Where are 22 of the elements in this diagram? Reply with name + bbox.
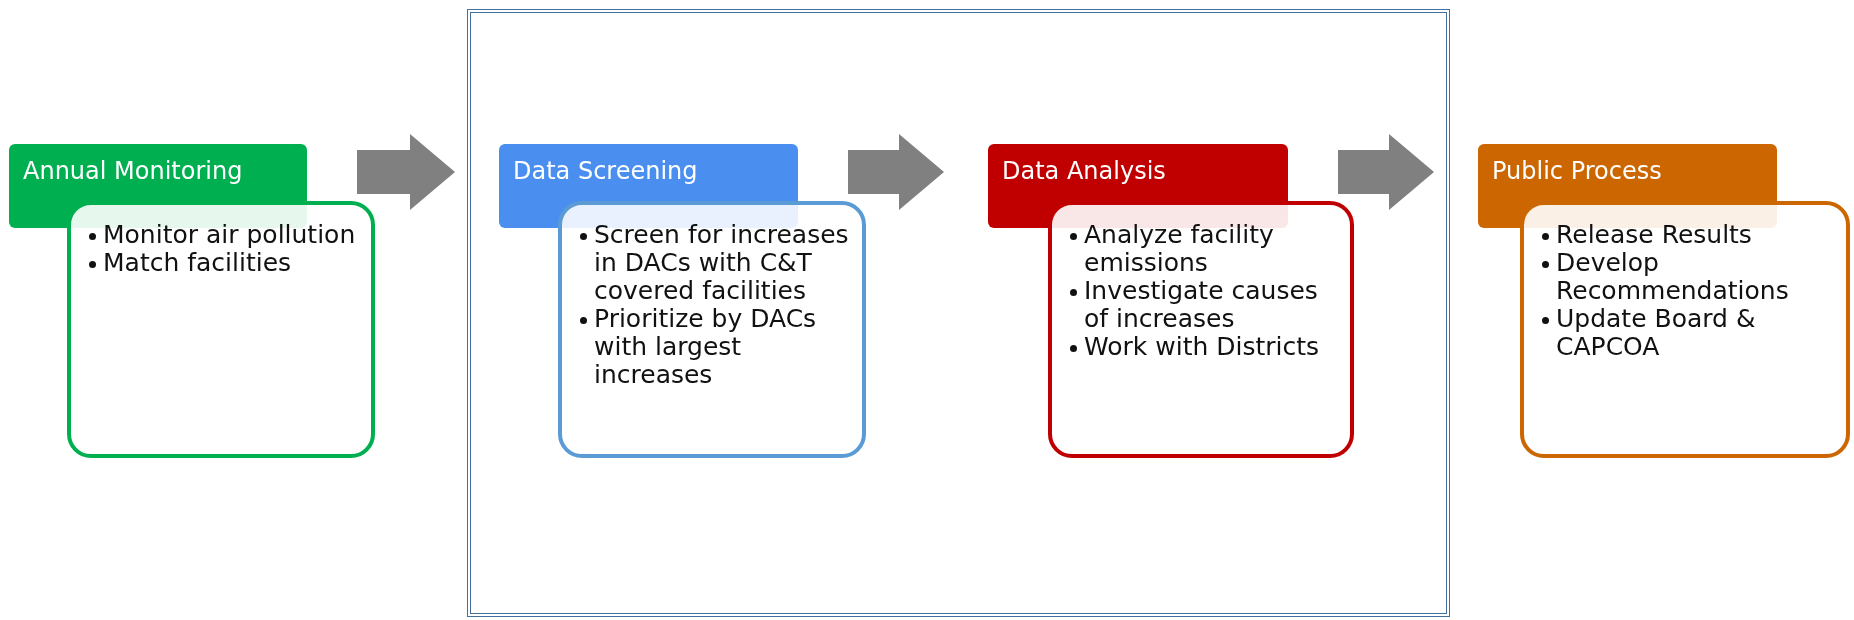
bullet-item: Screen for increases in DACs with C&T covered facilities <box>594 221 850 305</box>
stage-body <box>1048 201 1354 458</box>
frame-box <box>467 9 1450 617</box>
bullet-item: Investigate causes of increases <box>1084 277 1319 333</box>
bullet-item: Analyze facility emissions <box>1084 221 1275 277</box>
bullet-item: Update Board & CAPCOA <box>1556 305 1757 361</box>
stage-title: Data Screening <box>513 156 699 186</box>
stage-title: Annual Monitoring <box>23 156 244 186</box>
bullet-item: Release Results <box>1556 221 1752 249</box>
block-arrow <box>357 134 455 210</box>
block-arrow <box>1338 134 1434 210</box>
bullet-item: Prioritize by DACs with largest increases <box>594 305 818 389</box>
bullet-item: Develop Recommendations <box>1556 249 1790 305</box>
stage-title: Public Process <box>1492 156 1663 186</box>
block-arrow <box>848 134 944 210</box>
stage-body <box>67 201 375 458</box>
stage-body <box>558 201 866 458</box>
bullet-item: Work with Districts <box>1084 333 1320 361</box>
stage-body <box>1520 201 1850 458</box>
stage-title: Data Analysis <box>1002 156 1167 186</box>
bullet-item: Match facilities <box>103 249 292 277</box>
bullet-item: Monitor air pollution <box>103 221 356 249</box>
